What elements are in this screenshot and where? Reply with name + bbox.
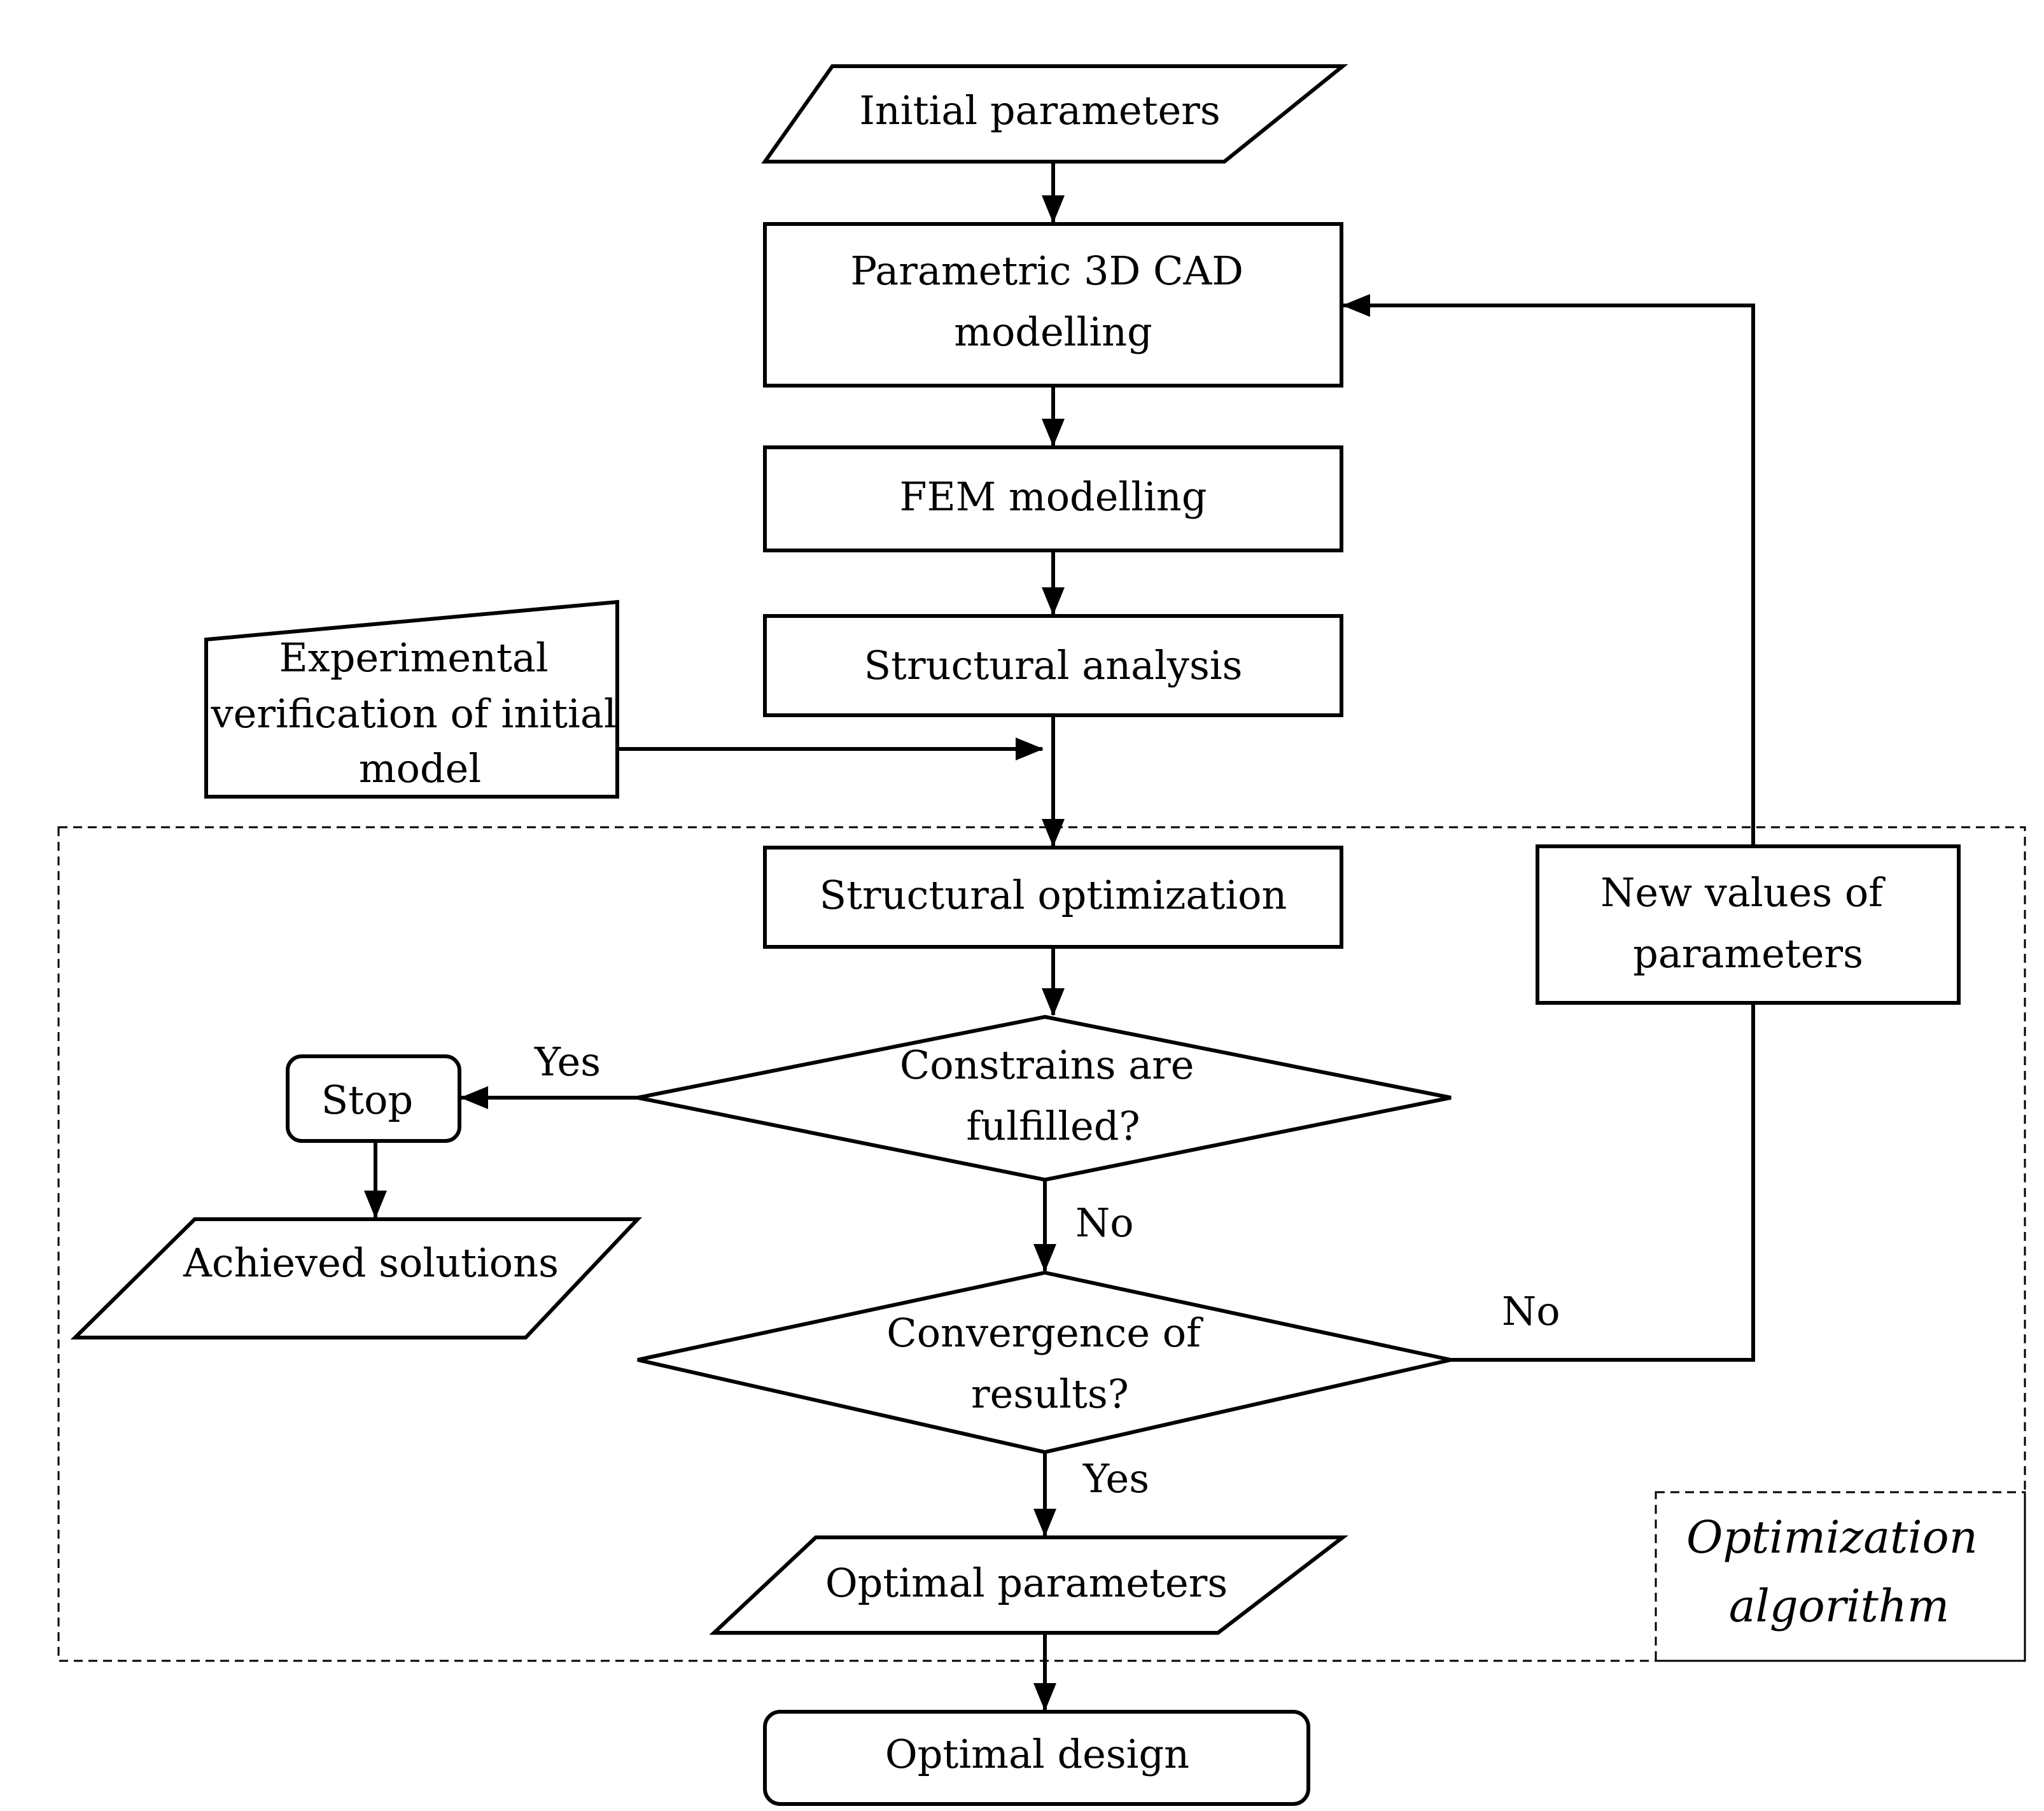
experimental-verification-node: Experimental verification of initial mod… bbox=[204, 599, 629, 799]
label-convergence-yes: Yes bbox=[1082, 1455, 1149, 1502]
achieved-solutions-node: Achieved solutions bbox=[70, 1217, 642, 1339]
initial-parameters-node: Initial parameters bbox=[761, 64, 1348, 164]
svg-text:Optimal parameters: Optimal parameters bbox=[825, 1560, 1228, 1606]
svg-text:Structural analysis: Structural analysis bbox=[864, 642, 1243, 689]
svg-text:FEM modelling: FEM modelling bbox=[899, 473, 1207, 520]
convergence-decision-node: Convergence of results? bbox=[637, 1270, 1452, 1455]
structural-analysis-node: Structural analysis bbox=[763, 614, 1343, 717]
optimal-design-node: Optimal design bbox=[763, 1710, 1310, 1806]
optimization-region-label: Optimization algorithm bbox=[1686, 1511, 1992, 1632]
svg-text:Parametric 3D CAD modell: Parametric 3D CAD modelling bbox=[850, 248, 1256, 355]
svg-text:Convergence of results?: Convergence of results? bbox=[886, 1310, 1213, 1417]
svg-text:Optimal design: Optimal design bbox=[885, 1731, 1189, 1777]
cad-modelling-node: Parametric 3D CAD modelling bbox=[763, 222, 1343, 388]
label-constraints-no: No bbox=[1075, 1199, 1134, 1246]
optimal-parameters-node: Optimal parameters bbox=[709, 1535, 1348, 1635]
svg-text:Achieved solutions: Achieved solutions bbox=[183, 1240, 559, 1286]
structural-optimization-node: Structural optimization bbox=[763, 846, 1343, 949]
svg-text:New values of parameters: New values of parameters bbox=[1600, 869, 1896, 977]
edge-convergence-no-to-cad bbox=[1343, 305, 1755, 1362]
svg-text:Initial parameters: Initial parameters bbox=[859, 87, 1220, 134]
svg-text:Constrains are fulfilled: Constrains are fulfilled? bbox=[900, 1042, 1207, 1149]
fem-modelling-node: FEM modelling bbox=[763, 445, 1343, 552]
constraints-decision-node: Constrains are fulfilled? bbox=[637, 1014, 1452, 1182]
label-constraints-yes: Yes bbox=[534, 1038, 601, 1085]
svg-text:Stop: Stop bbox=[321, 1077, 413, 1123]
optimization-region-label-box bbox=[1655, 1491, 2026, 1662]
svg-text:Experimental verificatio: Experimental verification of initial mod… bbox=[211, 634, 629, 792]
new-values-node: New values of parameters bbox=[1536, 844, 1961, 1005]
stop-node: Stop bbox=[286, 1054, 461, 1143]
svg-text:Structural optimization: Structural optimization bbox=[820, 872, 1287, 918]
label-convergence-no: No bbox=[1502, 1288, 1560, 1334]
